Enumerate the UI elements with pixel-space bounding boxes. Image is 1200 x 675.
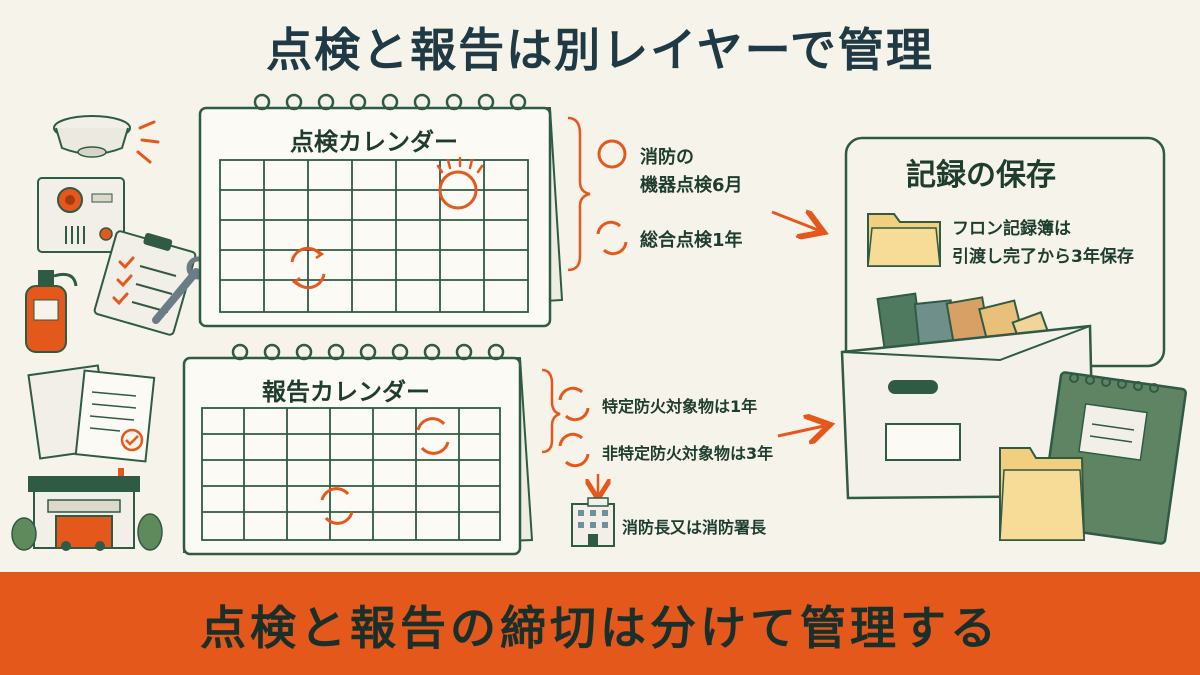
arrow-to-records <box>777 426 824 436</box>
june-circle-mark <box>436 156 484 210</box>
records-note-line-2: 引渡し完了から3年保存 <box>952 247 1134 267</box>
report-item-2: 非特定防火対象物は3年 <box>602 444 774 463</box>
calendar-rings <box>253 93 527 111</box>
cycle-icon <box>596 220 628 256</box>
cycle-mark-two <box>320 487 354 525</box>
calendar-grid <box>219 159 529 313</box>
report-calendar-title: 報告カレンダー <box>262 378 430 406</box>
folder-icon <box>999 447 1086 541</box>
calendar-rings <box>231 343 505 361</box>
cycle-mark-one <box>416 417 450 455</box>
records-note-line-1: フロン記録簿は <box>952 219 1071 239</box>
inspection-item-1-line-2: 機器点検6月 <box>640 175 743 196</box>
fire-station-icon <box>11 468 163 551</box>
alarm-panel-icon <box>37 177 125 253</box>
bottom-banner <box>0 572 1200 675</box>
report-calendar <box>182 343 534 556</box>
report-brace <box>541 368 561 454</box>
cycle-icon <box>558 432 590 468</box>
report-item-1: 特定防火対象物は1年 <box>602 397 758 416</box>
documents-check-icon <box>27 364 156 463</box>
inspection-brace <box>567 116 591 272</box>
bottom-banner-text: 点検と報告の締切は分けて管理する <box>200 601 1000 655</box>
smoke-detector-icon <box>53 115 160 164</box>
folder-icon <box>867 213 941 267</box>
inspection-calendar-title: 点検カレンダー <box>290 128 458 156</box>
records-title: 記録の保存 <box>906 158 1056 193</box>
arrow-to-records <box>771 212 818 230</box>
office-building-icon <box>571 497 615 547</box>
annual-cycle-mark <box>290 246 326 290</box>
page-title: 点検と報告は別レイヤーで管理 <box>266 23 934 77</box>
inspection-item-1-line-1: 消防の <box>640 147 694 168</box>
cycle-icon <box>558 386 590 422</box>
inspection-item-2: 総合点検1年 <box>640 230 743 251</box>
clipboard-checklist-icon <box>93 230 210 336</box>
fire-extinguisher-icon <box>25 270 78 353</box>
inspection-calendar <box>198 93 564 328</box>
report-destination: 消防長又は消防署長 <box>622 518 767 537</box>
circle-icon <box>597 139 627 169</box>
